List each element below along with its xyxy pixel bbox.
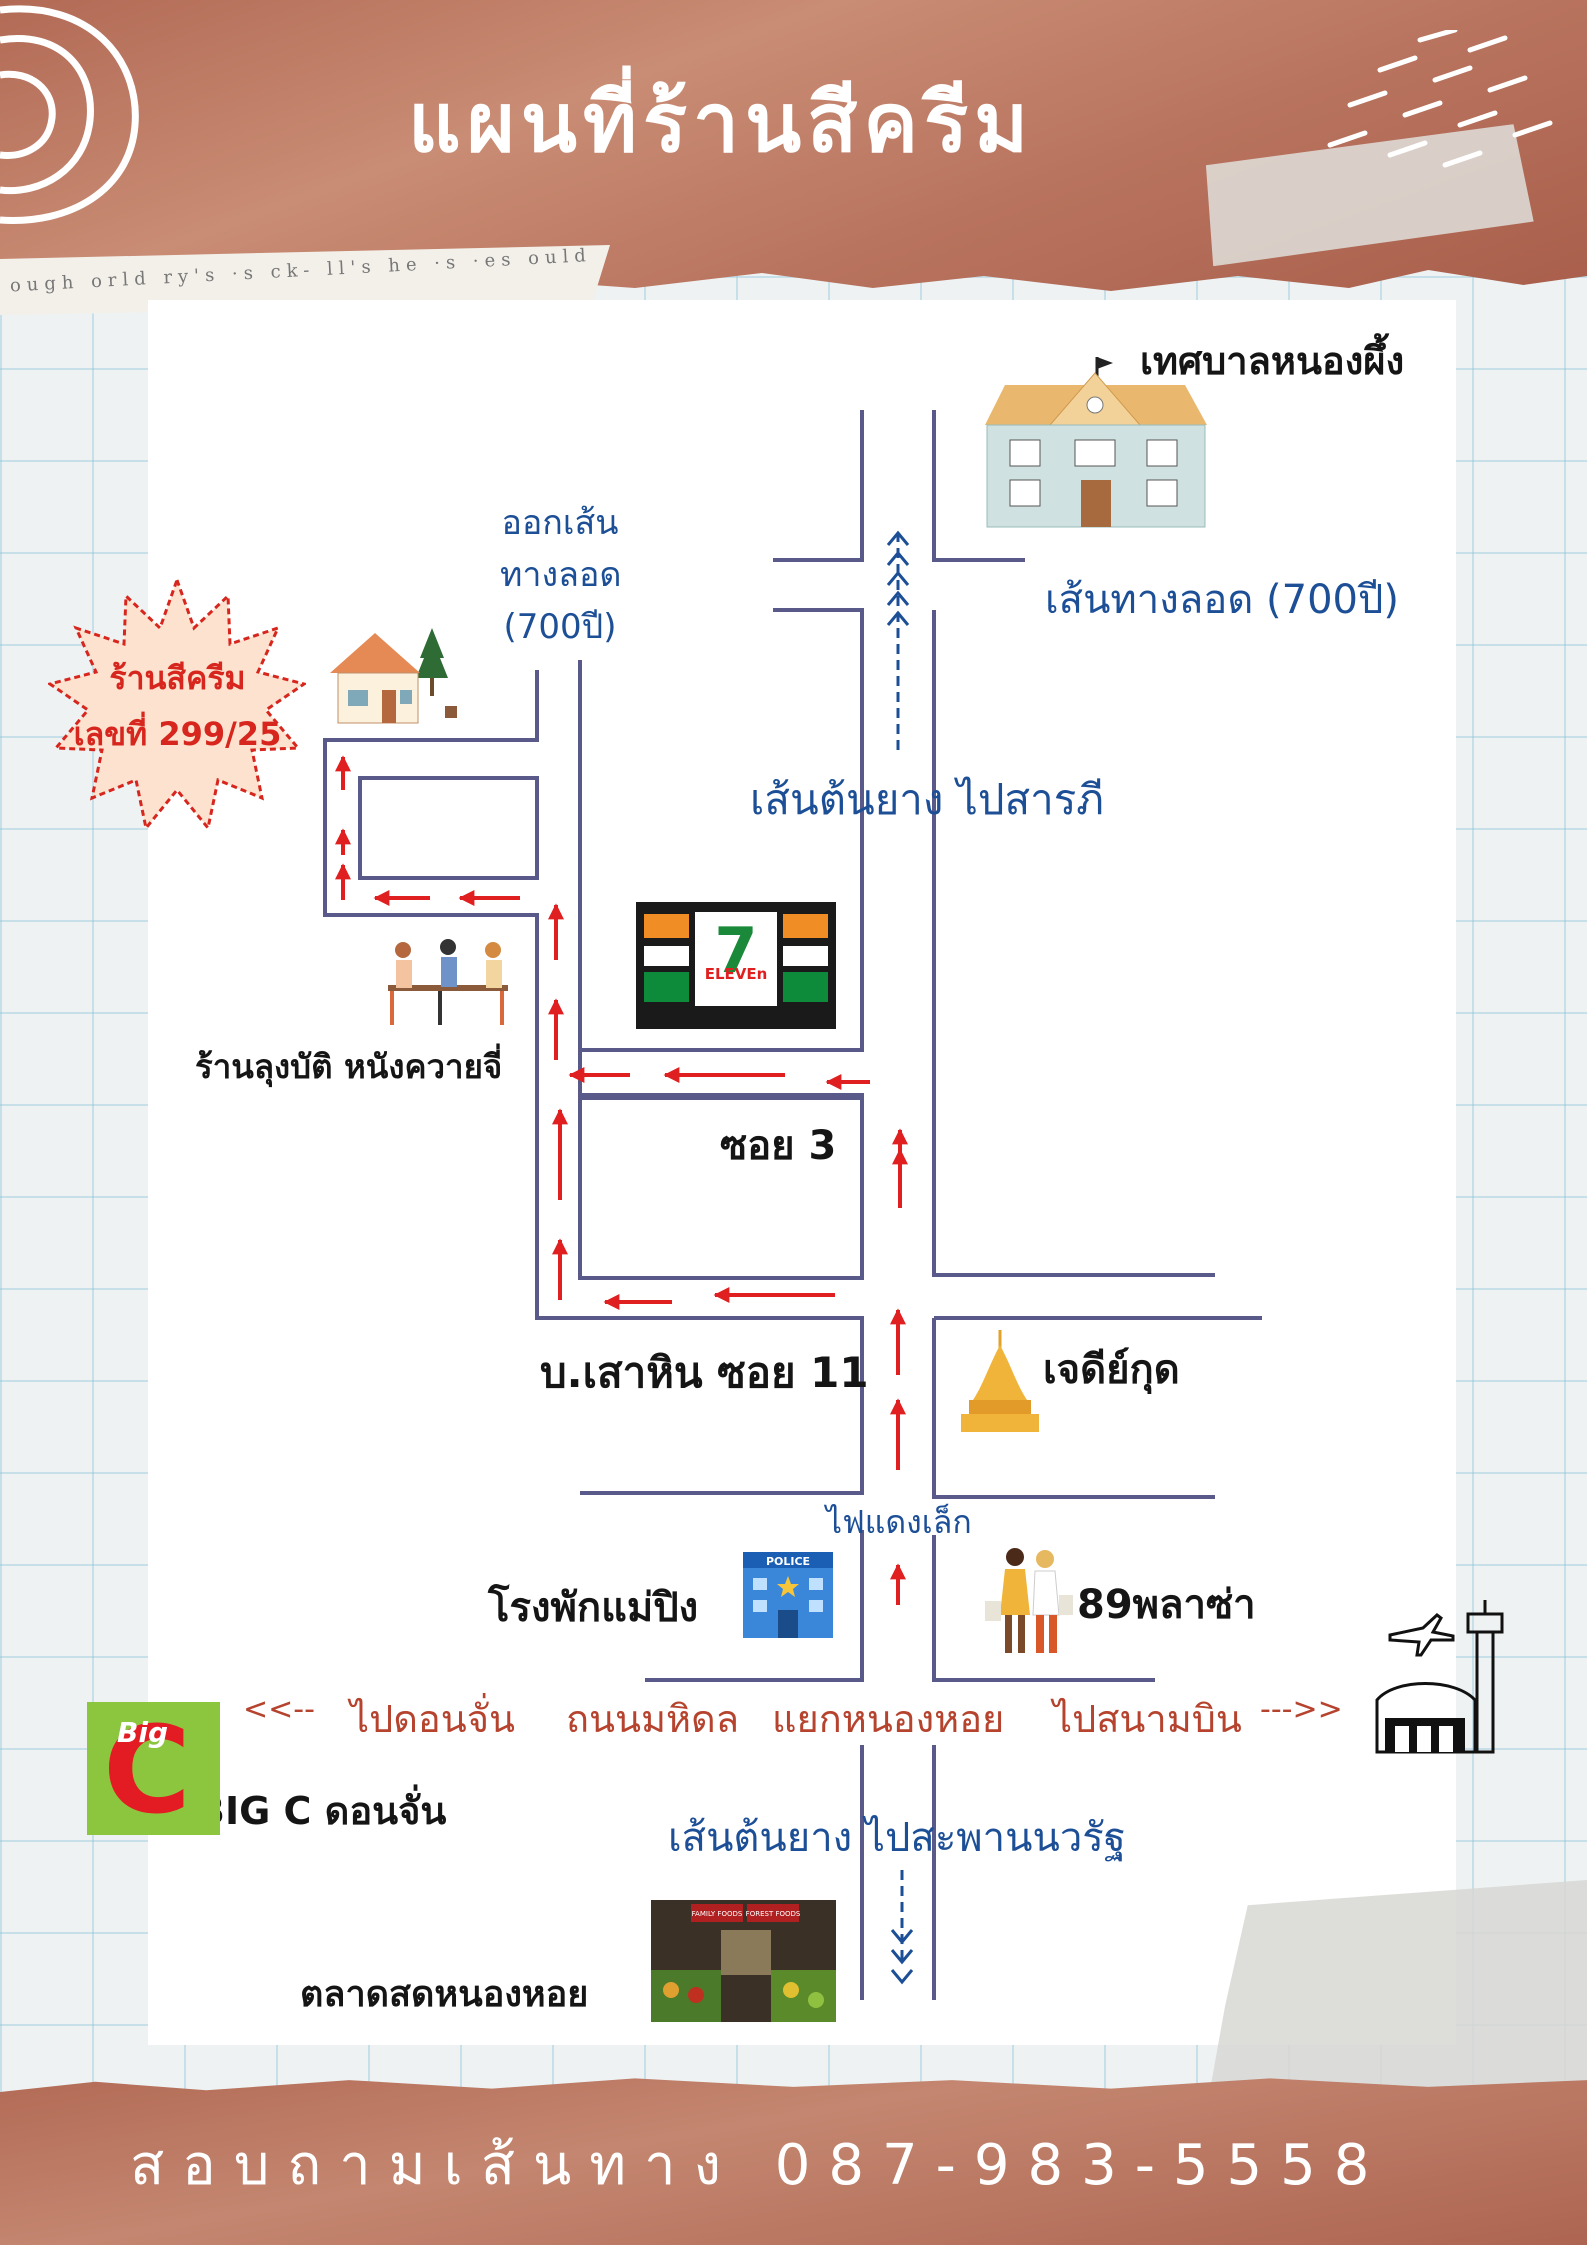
exit-loat-label: ออกเส้น ทางลอด (700ปี) <box>500 497 622 653</box>
exit-loat-line1: ออกเส้น <box>501 503 619 543</box>
chedi-label: เจดีย์กุด <box>1043 1347 1180 1393</box>
page-title: แผนที่ร้านสีครีม <box>408 76 1035 171</box>
svg-text:C: C <box>103 1702 191 1835</box>
shop-house-icon <box>330 628 457 724</box>
market-photo-icon: FAMILY FOODS FOREST FOODS <box>651 1900 836 2022</box>
municipality-building-icon <box>985 357 1207 528</box>
nonghoi-junction-label: แยกหนองหอย <box>772 1697 1005 1741</box>
right-arrow-text: --->> <box>1260 1692 1343 1727</box>
left-arrow-text: <<-- <box>243 1692 315 1727</box>
plaza-label: 89พลาซ่า <box>1077 1582 1256 1628</box>
seven-eleven-text: ELEVEn <box>705 965 768 983</box>
shop-callout: ร้านสีครีม เลขที่ 299/25 <box>70 650 285 762</box>
shop-address: เลขที่ 299/25 <box>73 715 282 753</box>
to-airport-label: ไปสนามบิน <box>1053 1697 1242 1741</box>
market-sign-1: FAMILY FOODS <box>692 1910 743 1918</box>
traffic-light-label: ไฟแดงเล็ก <box>826 1503 972 1541</box>
airport-icon <box>1375 1600 1504 1754</box>
police-sign-text: POLICE <box>766 1555 810 1568</box>
to-donchan-label: ไปดอนจั่น <box>350 1697 515 1741</box>
route-arrows <box>335 755 908 1605</box>
footer-paper <box>0 2078 1587 2245</box>
chedi-icon <box>961 1330 1039 1432</box>
shop-name: ร้านสีครีม <box>109 659 246 697</box>
masking-tape-bottom <box>1210 1880 1587 2090</box>
saohin-soi11-label: บ.เสาหิน ซอย 11 <box>540 1348 869 1397</box>
municipality-label: เทศบาลหนองผึ้ง <box>1140 339 1405 383</box>
restaurant-people-icon <box>388 939 508 1025</box>
soi3-label: ซอย 3 <box>720 1123 837 1169</box>
tonyang-nawarat-label: เส้นต้นยาง ไปสะพานนวรัฐ <box>668 1815 1126 1861</box>
bigc-logo-icon: C Big <box>87 1702 220 1835</box>
lung-bat-label: ร้านลุงบัติ หนังควายจี่ <box>195 1047 503 1086</box>
tonyang-sarapi-label: เส้นต้นยาง ไปสารภี <box>750 775 1104 824</box>
shoppers-icon <box>985 1548 1073 1653</box>
loat-700-label: เส้นทางลอด (700ปี) <box>1045 577 1399 623</box>
blue-direction-arrows <box>886 530 914 1985</box>
exit-loat-line2: ทางลอด <box>500 555 622 595</box>
market-sign-2: FOREST FOODS <box>746 1910 801 1918</box>
exit-loat-line3: (700ปี) <box>503 607 617 647</box>
dash-decoration-icon <box>1327 30 1553 168</box>
bigc-logo-text: Big <box>117 1716 168 1749</box>
footer-contact: สอบถามเส้นทาง 087-983-5558 <box>130 2133 1388 2198</box>
seven-eleven-icon: 7 ELEVEn <box>636 902 836 1029</box>
mahidol-road-label: ถนนมหิดล <box>566 1697 740 1741</box>
hotel-label: โรงพักแม่ปิง <box>488 1585 699 1631</box>
bigc-label: BIG C ดอนจั่น <box>196 1789 447 1833</box>
road-lines <box>323 410 1262 2000</box>
map-paper <box>148 300 1456 2045</box>
swirl-decoration-icon <box>0 5 139 224</box>
shop-starburst-icon <box>48 578 306 832</box>
police-station-icon: POLICE <box>743 1552 833 1638</box>
market-label: ตลาดสดหนองหอย <box>300 1974 589 2015</box>
svg-text:7: 7 <box>714 914 757 987</box>
